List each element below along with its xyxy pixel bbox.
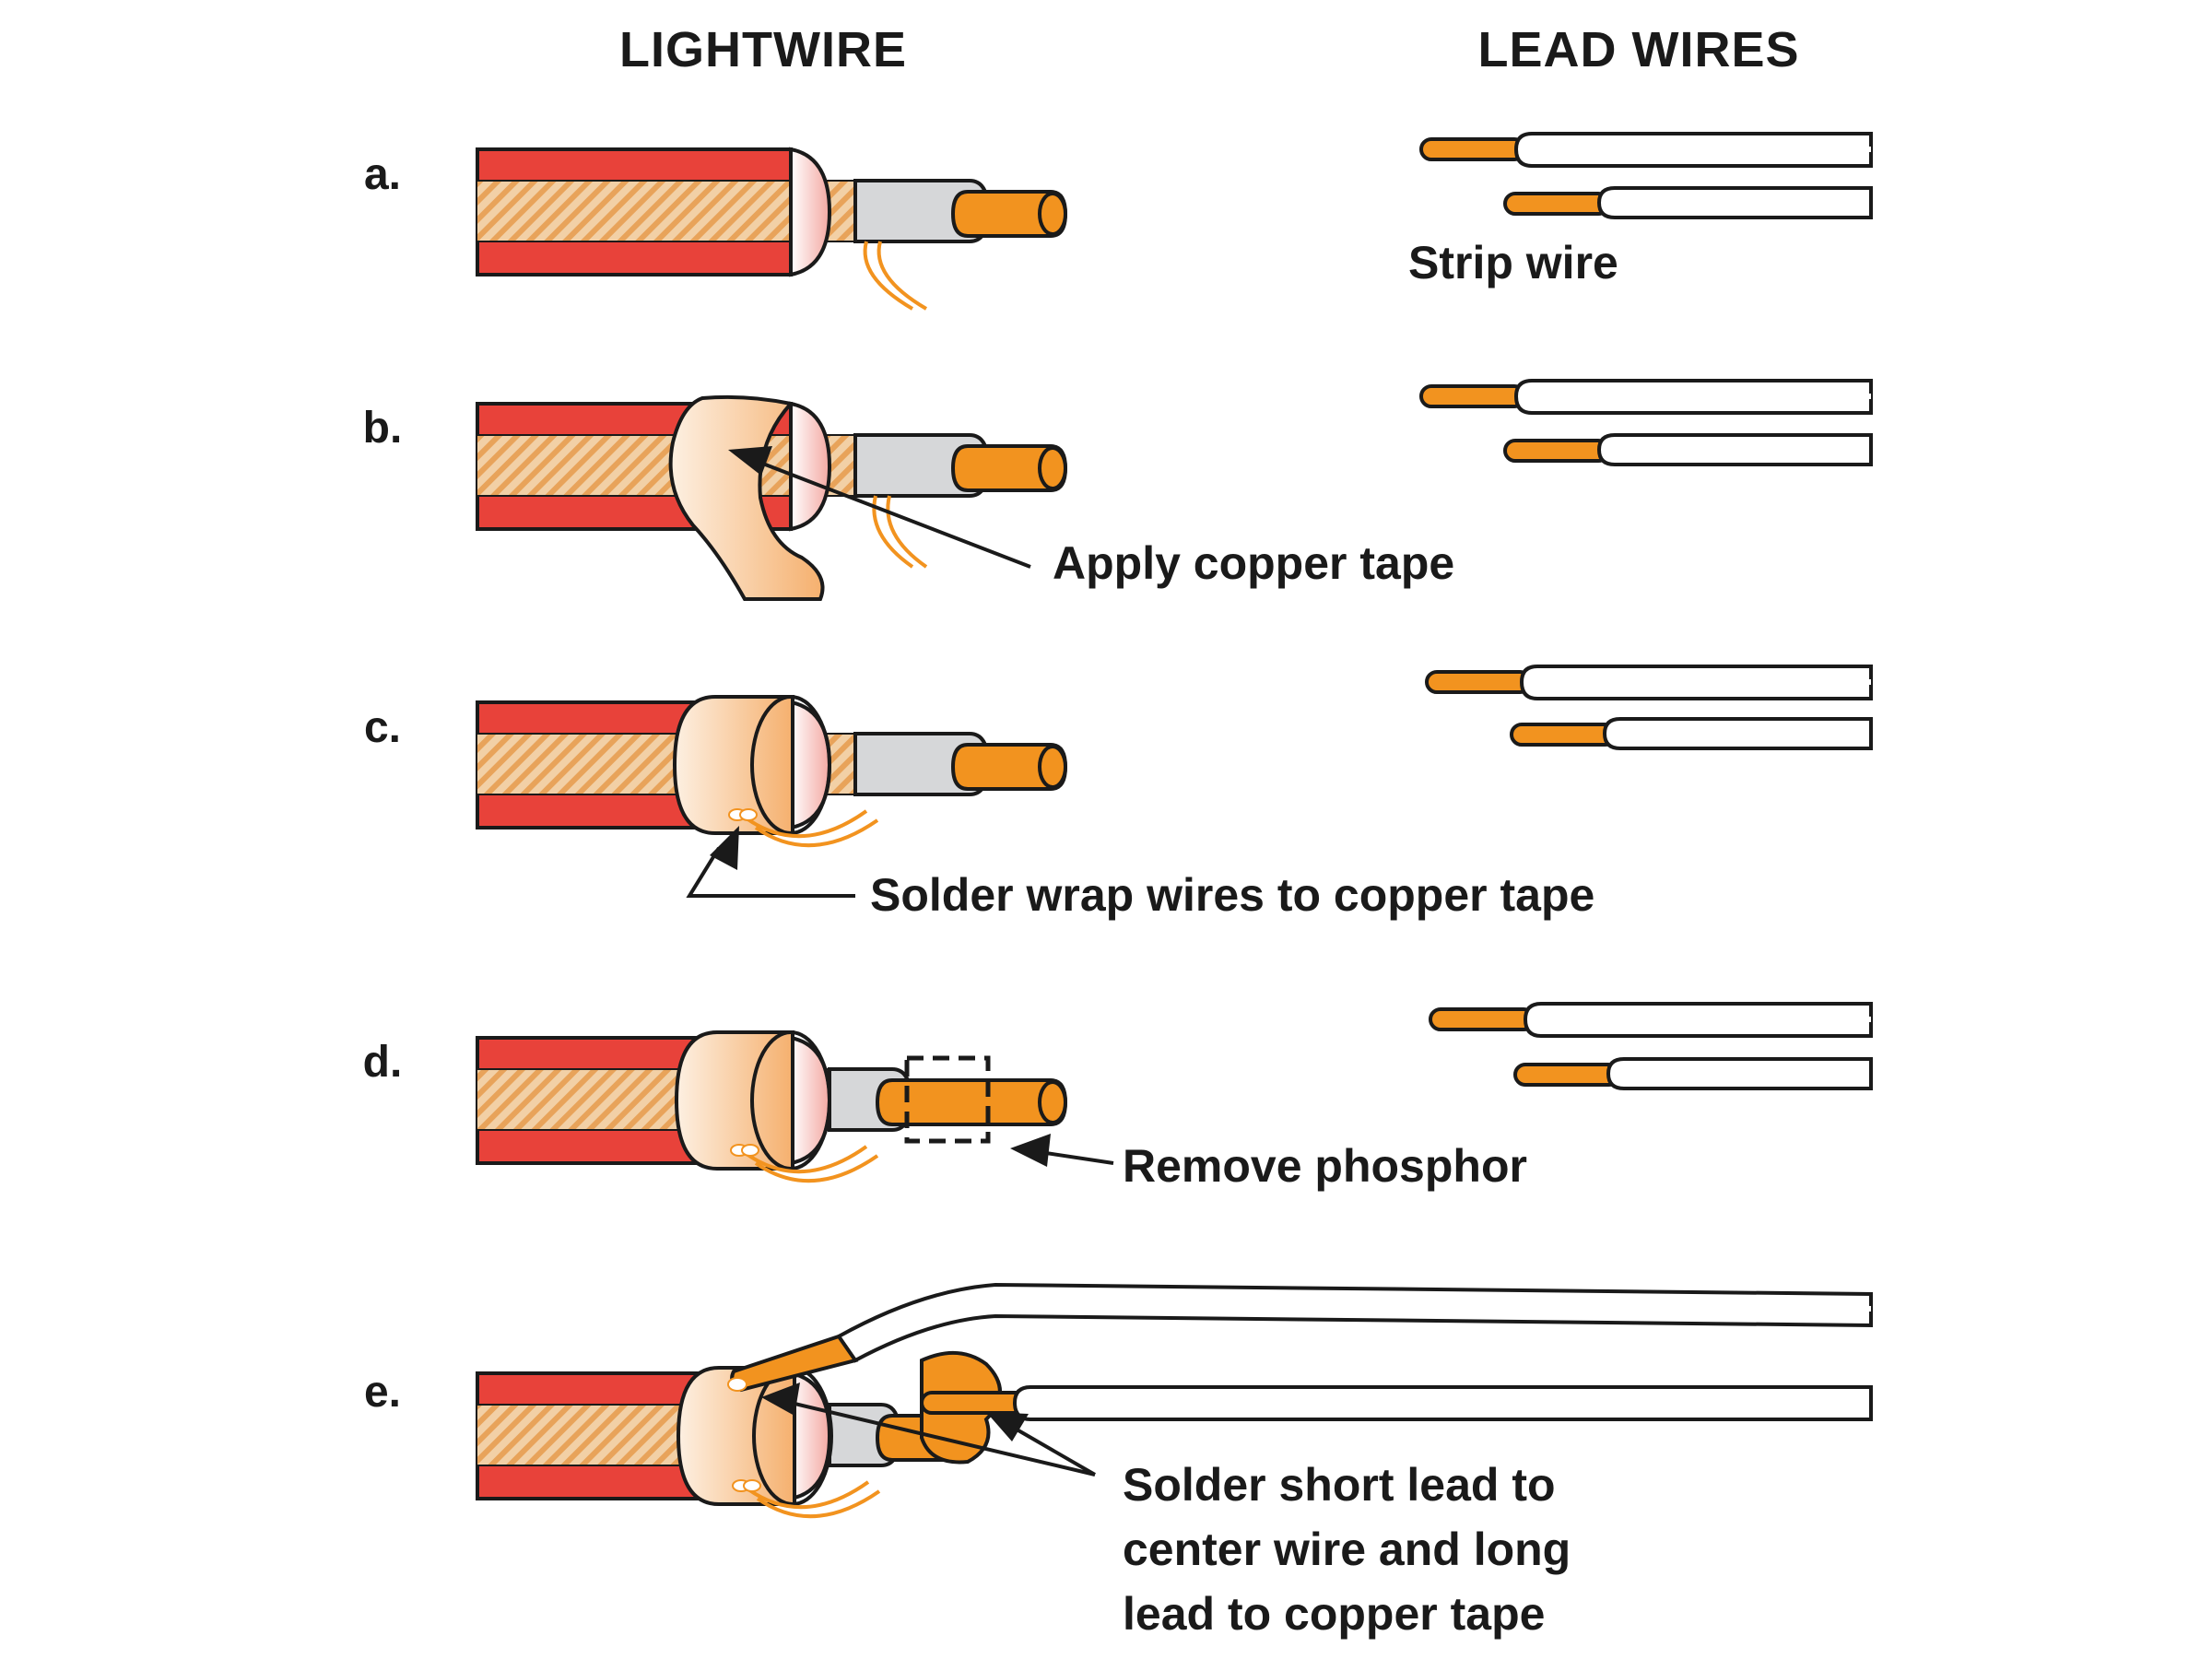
lightwire-header: LIGHTWIRE [619, 22, 907, 77]
caption-solder-wrap-wires: Solder wrap wires to copper tape [870, 869, 1594, 921]
step-a: a. Strip wire [364, 132, 1873, 311]
caption-solder-leads-line-3: lead to copper tape [1123, 1588, 1545, 1640]
step-d-label: d. [363, 1038, 403, 1087]
lightwire-d [476, 1030, 1068, 1183]
lead-wires-a [1419, 132, 1873, 219]
lead-wires-e [727, 1282, 1873, 1421]
lead-wires-d [1429, 1002, 1873, 1090]
step-d: d. Remove ph [363, 1002, 1873, 1192]
step-e-label: e. [364, 1368, 401, 1417]
arrows-solder-leads [761, 1382, 1097, 1477]
step-e: e. [364, 1282, 1873, 1640]
step-b-label: b. [363, 404, 403, 453]
lightwire-c [476, 695, 1068, 848]
caption-remove-phosphor: Remove phosphor [1123, 1140, 1527, 1192]
arrow-solder-wrap [686, 826, 855, 898]
phosphor-removal-box [904, 1055, 991, 1144]
lightwire-a [476, 147, 1068, 311]
step-b: b. Apply copper tape [363, 379, 1873, 601]
lead-wires-b [1419, 379, 1873, 466]
lightwire-e [476, 1350, 1002, 1519]
copper-tape [668, 394, 825, 601]
caption-solder-leads-line-2: center wire and long [1123, 1524, 1571, 1575]
lead-wires-header: LEAD WIRES [1477, 22, 1799, 77]
step-a-label: a. [364, 150, 401, 199]
lead-wires-c [1425, 665, 1873, 750]
step-c: c. Solder wr [364, 665, 1873, 921]
arrow-remove-phosphor [1010, 1134, 1114, 1167]
caption-apply-copper-tape: Apply copper tape [1053, 537, 1454, 589]
caption-strip-wire: Strip wire [1408, 237, 1618, 288]
arrow-apply-tape [728, 446, 1031, 569]
caption-solder-leads-line-1: Solder short lead to [1123, 1459, 1556, 1511]
step-c-label: c. [364, 703, 401, 752]
lightwire-b [476, 394, 1068, 601]
